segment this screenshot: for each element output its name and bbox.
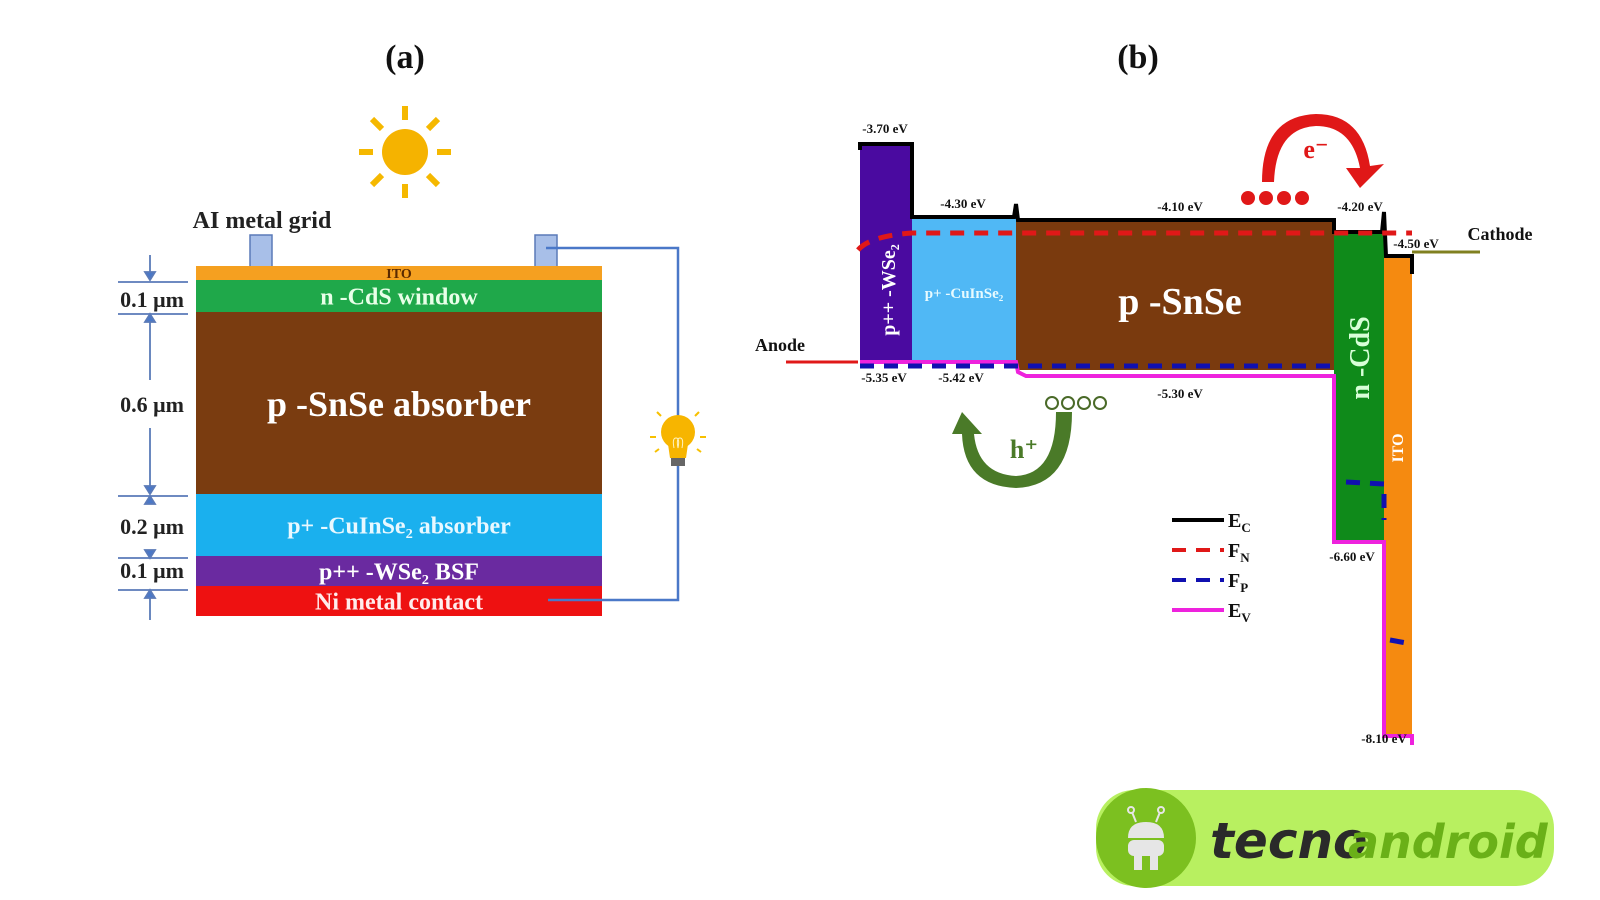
thickness-label-snse: 0.6 μm xyxy=(120,392,184,417)
layer-snse-absorber xyxy=(196,312,602,494)
region-label-cds: n -CdS xyxy=(1345,316,1376,399)
sun-icon xyxy=(359,106,451,198)
energy-label-snse-ev: -5.30 eV xyxy=(1157,386,1203,401)
electrons xyxy=(1241,191,1309,205)
energy-label-cuinse2-ev: -5.42 eV xyxy=(938,370,984,385)
region-snse xyxy=(1016,220,1334,370)
electron-transfer-arrow xyxy=(1262,114,1384,188)
layer-wse2-bsf-label: p++ -WSe₂ BSF xyxy=(319,560,479,586)
layer-stack: ITO n -CdS window p -SnSe absorber p+ -CuIn… xyxy=(196,266,602,616)
energy-label-cds-ev: -6.60 eV xyxy=(1329,549,1375,564)
region-label-wse2: p++ -WSe₂ xyxy=(878,244,900,336)
watermark-banner xyxy=(1096,790,1554,886)
thickness-label-wse2: 0.1 μm xyxy=(120,558,184,583)
layer-ni-contact xyxy=(196,586,602,616)
legend: EC FN FP EV xyxy=(1172,510,1251,625)
layer-cuinse2-absorber-label: p+ -CuInSe₂ absorber xyxy=(287,514,511,540)
legend-label-fp: FP xyxy=(1228,570,1248,595)
layer-cds-window-label: n -CdS window xyxy=(320,285,478,311)
region-label-cuinse2: p+ -CuInSe₂ xyxy=(925,286,1004,302)
layer-ito-label: ITO xyxy=(386,267,412,282)
layer-wse2-bsf xyxy=(196,556,602,586)
thickness-dimensions xyxy=(118,255,188,620)
watermark-text-android: android xyxy=(1348,815,1549,869)
region-label-ito: ITO xyxy=(1390,433,1407,462)
energy-label-ito-ec: -4.50 eV xyxy=(1393,236,1439,251)
cathode-label: Cathode xyxy=(1467,224,1532,244)
region-cds xyxy=(1334,232,1384,542)
legend-label-ev: EV xyxy=(1228,600,1251,625)
legend-label-ec: EC xyxy=(1228,510,1251,535)
energy-label-wse2-ev: -5.35 eV xyxy=(861,370,907,385)
energy-label-snse-ec: -4.10 eV xyxy=(1157,199,1203,214)
energy-label-wse2-ec: -3.70 eV xyxy=(862,121,908,136)
electron-quasi-fermi-line xyxy=(856,230,1412,252)
light-bulb-icon xyxy=(650,411,706,466)
region-wse2 xyxy=(860,146,912,362)
layer-snse-absorber-label: p -SnSe absorber xyxy=(267,384,531,424)
region-label-snse: p -SnSe xyxy=(1118,281,1242,323)
watermark-text-tecno: tecno xyxy=(1210,812,1367,870)
panel-b-label: (b) xyxy=(1117,39,1159,76)
conduction-band-line xyxy=(858,142,1414,274)
anode-label: Anode xyxy=(755,335,805,355)
android-robot-icon xyxy=(1127,806,1165,870)
layer-ni-contact-label: Ni metal contact xyxy=(315,590,483,616)
layer-ito xyxy=(196,266,602,280)
legend-label-fn: FN xyxy=(1228,540,1250,565)
thickness-label-cds: 0.1 μm xyxy=(120,287,184,312)
panel-a-label: (a) xyxy=(385,39,425,76)
electron-label: e⁻ xyxy=(1303,135,1328,164)
region-cuinse2 xyxy=(912,217,1016,362)
holes xyxy=(1045,396,1107,410)
valence-band-line xyxy=(860,360,1414,745)
region-ito xyxy=(1384,256,1412,736)
hole-label: h⁺ xyxy=(1010,435,1038,464)
hole-transfer-arrow xyxy=(952,412,1072,488)
energy-label-cuinse2-ec: -4.30 eV xyxy=(940,196,986,211)
al-metal-grid-label: AI metal grid xyxy=(193,208,332,234)
grid-contact-right xyxy=(534,234,558,268)
tecnoandroid-watermark: tecno android xyxy=(1096,788,1554,888)
layer-cds-window xyxy=(196,280,602,312)
layer-cuinse2-absorber xyxy=(196,494,602,556)
energy-label-ito-ev: -8.10 eV xyxy=(1361,731,1407,746)
grid-contact-left xyxy=(249,234,273,268)
thickness-label-cuinse2: 0.2 μm xyxy=(120,514,184,539)
hole-quasi-fermi-line xyxy=(860,363,1413,647)
energy-label-cds-ec: -4.20 eV xyxy=(1337,199,1383,214)
